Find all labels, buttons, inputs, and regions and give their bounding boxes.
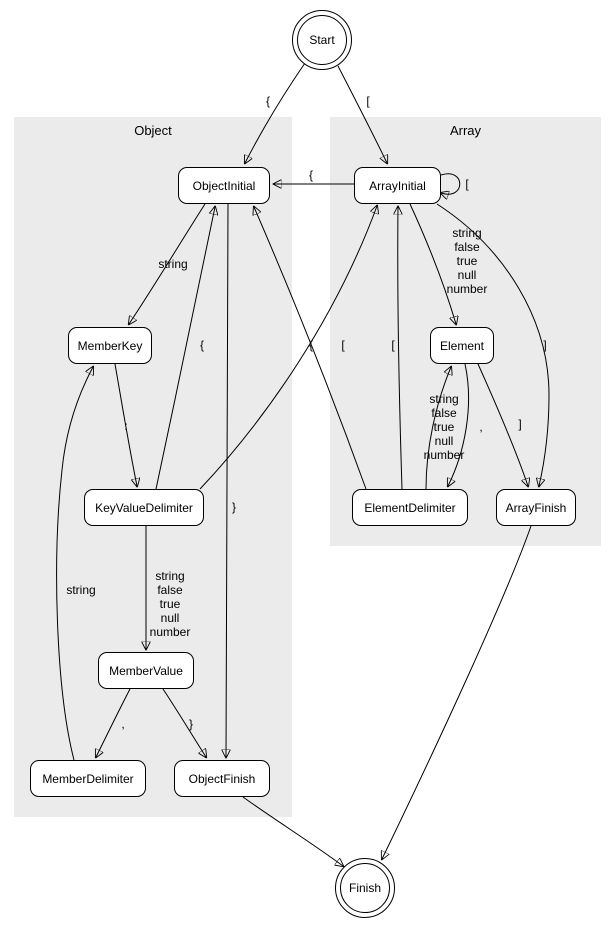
cluster-object: Object (14, 117, 292, 817)
edge-member-value-to-object-finish (162, 688, 206, 757)
edge-array-initial-self-loop (441, 173, 461, 194)
edge-member-key-to-key-value-delimiter (114, 363, 137, 486)
edge-label-memberdelim-to-memberkey: string (66, 583, 96, 597)
node-member-value: MemberValue (98, 652, 194, 689)
edge-object-initial-to-object-finish (226, 203, 228, 757)
edge-element-delimiter-to-array-initial (398, 207, 402, 490)
edge-label-delimiter-to-element: string false true null number (423, 392, 465, 462)
node-array-initial: ArrayInitial (354, 167, 441, 204)
edge-array-initial-to-element (409, 203, 456, 324)
edge-label-membervalue-to-objectfinish: } (188, 717, 194, 731)
edge-member-value-to-member-delimiter (96, 688, 131, 757)
node-finish: Finish (335, 858, 395, 918)
node-member-delimiter: MemberDelimiter (30, 760, 146, 797)
edge-label-array-to-object: { (308, 168, 314, 182)
node-element-delimiter: ElementDelimiter (352, 489, 468, 526)
edge-label-elemdelim-to-objectinitial: { (308, 338, 314, 352)
edge-element-delimiter-to-element (425, 367, 451, 490)
edge-element-to-element-delimiter (448, 363, 470, 486)
edge-element-delimiter-to-object-initial (254, 207, 367, 490)
edge-key-value-delimiter-to-array-initial (199, 206, 377, 490)
edge-start-to-object-initial (245, 62, 306, 163)
edge-element-to-array-finish (477, 363, 528, 486)
edge-label-elemdelim-to-arrayinitial: [ (391, 338, 395, 352)
node-array-finish: ArrayFinish (496, 489, 576, 526)
edge-label-start-object: { (265, 94, 271, 108)
edge-key-value-delimiter-to-object-initial (155, 207, 215, 490)
start-label: Start (309, 33, 335, 47)
edge-array-initial-to-array-finish (436, 203, 550, 486)
finish-label: Finish (348, 881, 381, 895)
start-inner-circle: Start (297, 15, 347, 65)
edge-label-element-to-arrayfinish: ] (518, 417, 522, 431)
edge-label-start-array: [ (366, 94, 370, 108)
finish-inner-circle: Finish (340, 863, 390, 913)
edge-label-kvd-to-membervalue: string false true null number (149, 569, 191, 639)
edge-label-object-to-memberkey: string (158, 257, 188, 271)
node-object-initial: ObjectInitial (178, 167, 270, 204)
edge-label-array-self: [ (465, 177, 469, 191)
edge-label-array-to-element: string false true null number (446, 226, 488, 296)
edge-object-finish-to-finish (242, 796, 343, 866)
node-object-finish: ObjectFinish (174, 760, 270, 797)
edge-label-memberkey-to-kvd: : (124, 419, 128, 433)
edge-label-kvd-to-arrayinitial: [ (341, 338, 345, 352)
edge-label-kvd-to-objectinitial: { (199, 338, 205, 352)
edge-member-delimiter-to-member-key (56, 367, 93, 761)
edge-start-to-array-initial (337, 65, 387, 163)
edge-label-array-to-arrayfinish: ] (543, 338, 547, 352)
node-member-key: MemberKey (68, 327, 152, 364)
cluster-object-label: Object (134, 123, 172, 138)
edge-object-initial-to-member-key (129, 203, 206, 324)
node-start: Start (292, 10, 352, 70)
edge-label-object-to-objectfinish: } (231, 500, 237, 514)
edge-label-element-to-delimiter: , (479, 420, 483, 434)
node-element: Element (430, 327, 494, 364)
node-key-value-delimiter: KeyValueDelimiter (84, 489, 204, 526)
cluster-array-label: Array (449, 123, 482, 138)
edge-label-membervalue-to-memberdelim: , (121, 717, 125, 731)
edge-array-finish-to-finish (382, 525, 532, 859)
